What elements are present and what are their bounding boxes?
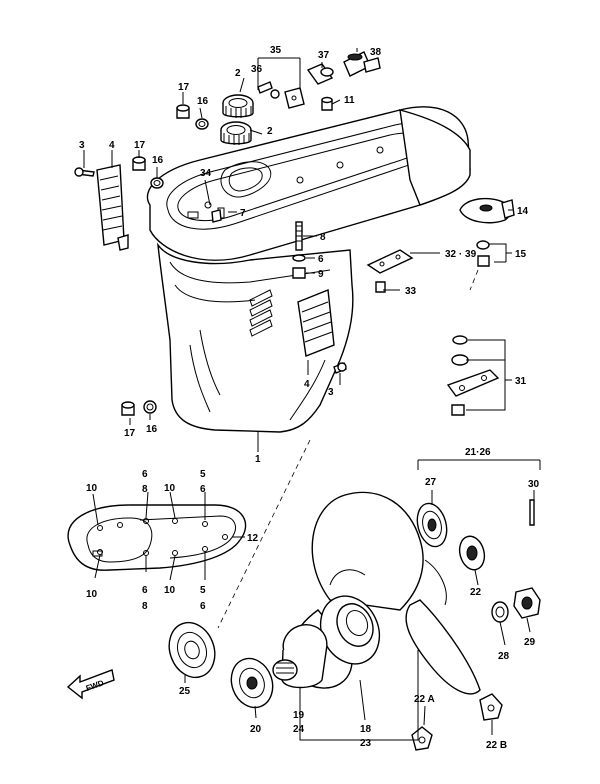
callout-10-bottom-left: 10 xyxy=(86,589,98,600)
callout-4-right: 4 xyxy=(304,379,310,390)
callout-8-bottom: 8 xyxy=(142,601,148,612)
washer-31 xyxy=(451,354,469,366)
thrust-holder-27 xyxy=(416,502,448,548)
callout-1: 1 xyxy=(255,454,261,465)
callout-3-left: 3 xyxy=(79,140,85,151)
washer-16-mid xyxy=(150,177,164,189)
callout-28: 28 xyxy=(498,651,510,662)
drain-plug-17-upper xyxy=(176,104,190,119)
screw-33 xyxy=(375,281,386,293)
callout-27: 27 xyxy=(425,477,437,488)
callout-17-mid: 17 xyxy=(134,140,146,151)
cotter-pin-30 xyxy=(529,499,535,526)
callout-7: 7 xyxy=(240,208,246,219)
callout-10-top-mid: 10 xyxy=(164,483,176,494)
callout-10-top-left: 10 xyxy=(86,483,98,494)
callout-8: 8 xyxy=(320,232,326,243)
drain-plug-17-mid xyxy=(132,156,146,171)
washer-16-lower xyxy=(143,400,157,414)
needle-bearing-upper xyxy=(222,94,254,118)
washer-28 xyxy=(491,601,509,623)
washer-15 xyxy=(476,240,490,250)
gasket-plate xyxy=(67,504,247,571)
callout-30: 30 xyxy=(528,479,540,490)
washer-36 xyxy=(270,89,280,99)
needle-bearing-lower xyxy=(220,121,252,145)
plate-31 xyxy=(446,369,500,397)
callout-37: 37 xyxy=(318,50,330,61)
trim-tab-14 xyxy=(459,197,515,224)
gear-case-housing xyxy=(146,106,471,433)
spacer-25 xyxy=(168,621,216,679)
callout-6-bottom: 6 xyxy=(142,585,148,596)
grommet-37 xyxy=(306,63,334,85)
callout-35: 35 xyxy=(270,45,282,56)
callout-14: 14 xyxy=(517,206,529,217)
callout-4-left: 4 xyxy=(109,140,115,151)
callout-12: 12 xyxy=(247,533,259,544)
callout-25: 25 xyxy=(179,686,191,697)
anode-4-right xyxy=(297,289,335,357)
thrust-washer-20 xyxy=(230,657,274,709)
forward-arrow-icon: FWD xyxy=(66,669,115,700)
cover-plate-32 xyxy=(366,249,414,274)
callout-16-upper: 16 xyxy=(197,96,209,107)
callout-21-26: 21·26 xyxy=(465,447,491,458)
callout-22a: 22 A xyxy=(414,694,435,705)
callout-16-mid: 16 xyxy=(152,155,164,166)
callout-22: 22 xyxy=(470,587,482,598)
callout-6-top-right: 6 xyxy=(200,484,206,495)
washer-6 xyxy=(292,254,306,262)
washer-16-upper xyxy=(195,118,209,130)
nut-31 xyxy=(452,335,468,345)
callout-20: 20 xyxy=(250,724,262,735)
callout-15: 15 xyxy=(515,249,527,260)
callout-32-39: 32 · 39 xyxy=(445,249,477,260)
callout-6-top: 6 xyxy=(142,469,148,480)
callout-2-lower: 2 xyxy=(267,126,273,137)
callout-8-top: 8 xyxy=(142,484,148,495)
callout-11: 11 xyxy=(344,95,355,106)
screw-7 xyxy=(211,209,222,223)
callout-17-upper: 17 xyxy=(178,82,190,93)
callout-34: 34 xyxy=(200,168,212,179)
callout-labels: 35 2 36 37 38 17 16 11 2 3 4 17 16 34 7 … xyxy=(79,45,540,751)
callout-29: 29 xyxy=(524,637,536,648)
callout-36: 36 xyxy=(251,64,263,75)
nut-9 xyxy=(292,267,306,279)
anode-4-left xyxy=(96,164,129,251)
callout-6-bottom-right: 6 xyxy=(200,601,206,612)
callout-6: 6 xyxy=(318,254,324,265)
leader-lines xyxy=(83,48,541,741)
water-intake-slots xyxy=(249,289,273,337)
callout-5-top: 5 xyxy=(200,469,206,480)
screw-31 xyxy=(451,404,465,416)
callout-23: 23 xyxy=(360,738,372,749)
callout-33: 33 xyxy=(405,286,417,297)
callout-24: 24 xyxy=(293,724,305,735)
callout-3-right: 3 xyxy=(328,387,334,398)
callout-18: 18 xyxy=(360,724,372,735)
callout-10-bottom-mid: 10 xyxy=(164,585,176,596)
block-35 xyxy=(284,87,305,109)
splined-washer-22 xyxy=(458,535,486,571)
callout-16-lower: 16 xyxy=(146,424,158,435)
callout-2-upper: 2 xyxy=(235,68,241,79)
prop-nut-29 xyxy=(513,587,541,619)
tab-washer-22a xyxy=(411,726,433,751)
callout-5-bottom: 5 xyxy=(200,585,206,596)
bolt-15 xyxy=(477,255,490,267)
callout-31: 31 xyxy=(515,376,527,387)
fitting-38 xyxy=(343,51,381,77)
bushing-19 xyxy=(272,624,328,689)
callout-22b: 22 B xyxy=(486,740,507,751)
callout-17-lower: 17 xyxy=(124,428,136,439)
screw-36 xyxy=(257,81,273,94)
callout-9: 9 xyxy=(318,269,324,280)
callout-38: 38 xyxy=(370,47,382,58)
tab-washer-22b xyxy=(479,693,503,721)
callout-19: 19 xyxy=(293,710,305,721)
